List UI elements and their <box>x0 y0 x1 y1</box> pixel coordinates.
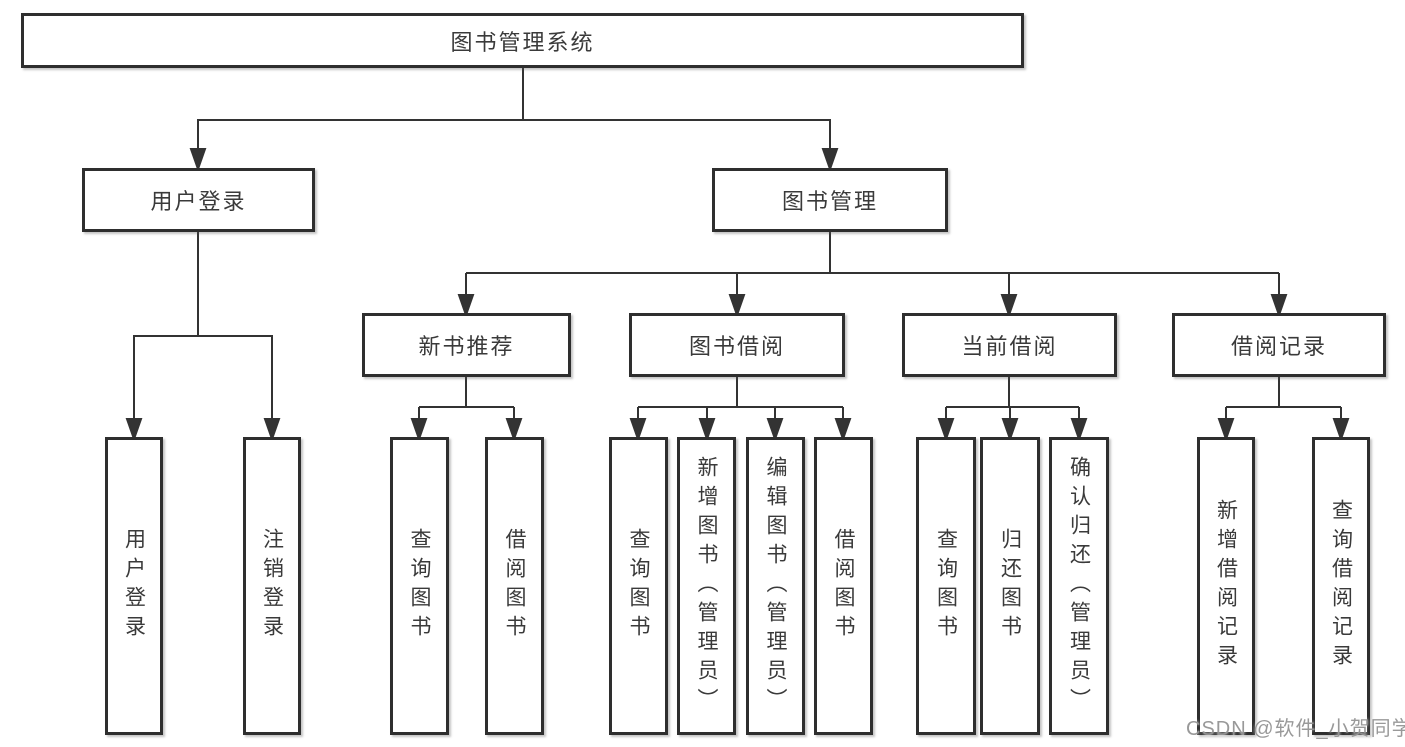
leaf-label: 编辑图书（管理员） <box>764 455 787 717</box>
down-arrowhead <box>410 418 428 443</box>
node-label: 图书管理 <box>781 189 878 214</box>
node-current-borrowing: 当前借阅 <box>902 313 1117 377</box>
down-arrowhead <box>1001 418 1019 443</box>
connector-borrowing-records-children <box>1217 377 1350 443</box>
down-arrowhead <box>1217 418 1235 443</box>
down-arrowhead <box>1270 294 1288 319</box>
down-arrowhead <box>821 148 839 173</box>
down-arrowhead <box>698 418 716 443</box>
leaf-query-books-current: 查询图书 <box>916 437 976 735</box>
leaf-label: 查询借阅记录 <box>1329 499 1353 673</box>
node-book-borrowing: 图书借阅 <box>629 313 845 377</box>
node-label: 新书推荐 <box>418 334 515 359</box>
down-arrowhead <box>1332 418 1350 443</box>
leaf-logout: 注销登录 <box>243 437 301 735</box>
down-arrowhead <box>834 418 852 443</box>
leaf-label: 查询图书 <box>627 528 650 644</box>
leaf-confirm-return-admin: 确认归还（管理员） <box>1049 437 1109 735</box>
leaf-borrow-books-borrowing: 借阅图书 <box>814 437 873 735</box>
down-arrowhead <box>125 418 143 443</box>
connector-new-book-recommend-children <box>410 377 523 443</box>
down-arrowhead <box>1070 418 1088 443</box>
leaf-label: 借阅图书 <box>832 528 855 644</box>
node-label: 图书管理系统 <box>450 29 595 55</box>
leaf-label: 新增借阅记录 <box>1214 499 1238 673</box>
leaf-label: 查询图书 <box>408 528 431 644</box>
connector-book-borrowing-children <box>629 377 852 443</box>
node-label: 借阅记录 <box>1230 334 1327 359</box>
node-label: 用户登录 <box>150 189 247 214</box>
down-arrowhead <box>728 294 746 319</box>
down-arrowhead <box>457 294 475 319</box>
down-arrowhead <box>766 418 784 443</box>
leaf-add-book-admin: 新增图书（管理员） <box>677 437 736 735</box>
node-book-management-system: 图书管理系统 <box>21 13 1024 68</box>
leaf-label: 新增图书（管理员） <box>695 455 718 717</box>
csdn-watermark: CSDN @软件_小贺同学 <box>1186 718 1405 740</box>
down-arrowhead <box>189 148 207 173</box>
node-borrowing-records: 借阅记录 <box>1172 313 1386 377</box>
connector-user-login-children <box>125 232 281 443</box>
leaf-query-books-borrowing: 查询图书 <box>609 437 668 735</box>
leaf-edit-book-admin: 编辑图书（管理员） <box>746 437 805 735</box>
connector-root-to-level2 <box>189 68 839 173</box>
down-arrowhead <box>937 418 955 443</box>
down-arrowhead <box>1000 294 1018 319</box>
node-user-login: 用户登录 <box>82 168 315 232</box>
leaf-label: 注销登录 <box>260 528 284 644</box>
leaf-query-books-recommend: 查询图书 <box>390 437 449 735</box>
leaf-borrow-books-recommend: 借阅图书 <box>485 437 544 735</box>
leaf-label: 用户登录 <box>122 528 146 644</box>
node-label: 图书借阅 <box>688 334 785 359</box>
down-arrowhead <box>263 418 281 443</box>
down-arrowhead <box>505 418 523 443</box>
leaf-label: 归还图书 <box>998 528 1022 644</box>
leaf-label: 查询图书 <box>934 528 958 644</box>
node-new-book-recommend: 新书推荐 <box>362 313 571 377</box>
leaf-label: 借阅图书 <box>503 528 526 644</box>
leaf-query-borrowing-record: 查询借阅记录 <box>1312 437 1370 735</box>
down-arrowhead <box>629 418 647 443</box>
leaf-label: 确认归还（管理员） <box>1067 455 1091 717</box>
leaf-return-book: 归还图书 <box>980 437 1040 735</box>
connector-book-management-children <box>457 232 1288 319</box>
leaf-user-login: 用户登录 <box>105 437 163 735</box>
connector-current-borrowing-children <box>937 377 1088 443</box>
node-book-management: 图书管理 <box>712 168 948 232</box>
leaf-add-borrowing-record: 新增借阅记录 <box>1197 437 1255 735</box>
node-label: 当前借阅 <box>961 334 1058 359</box>
